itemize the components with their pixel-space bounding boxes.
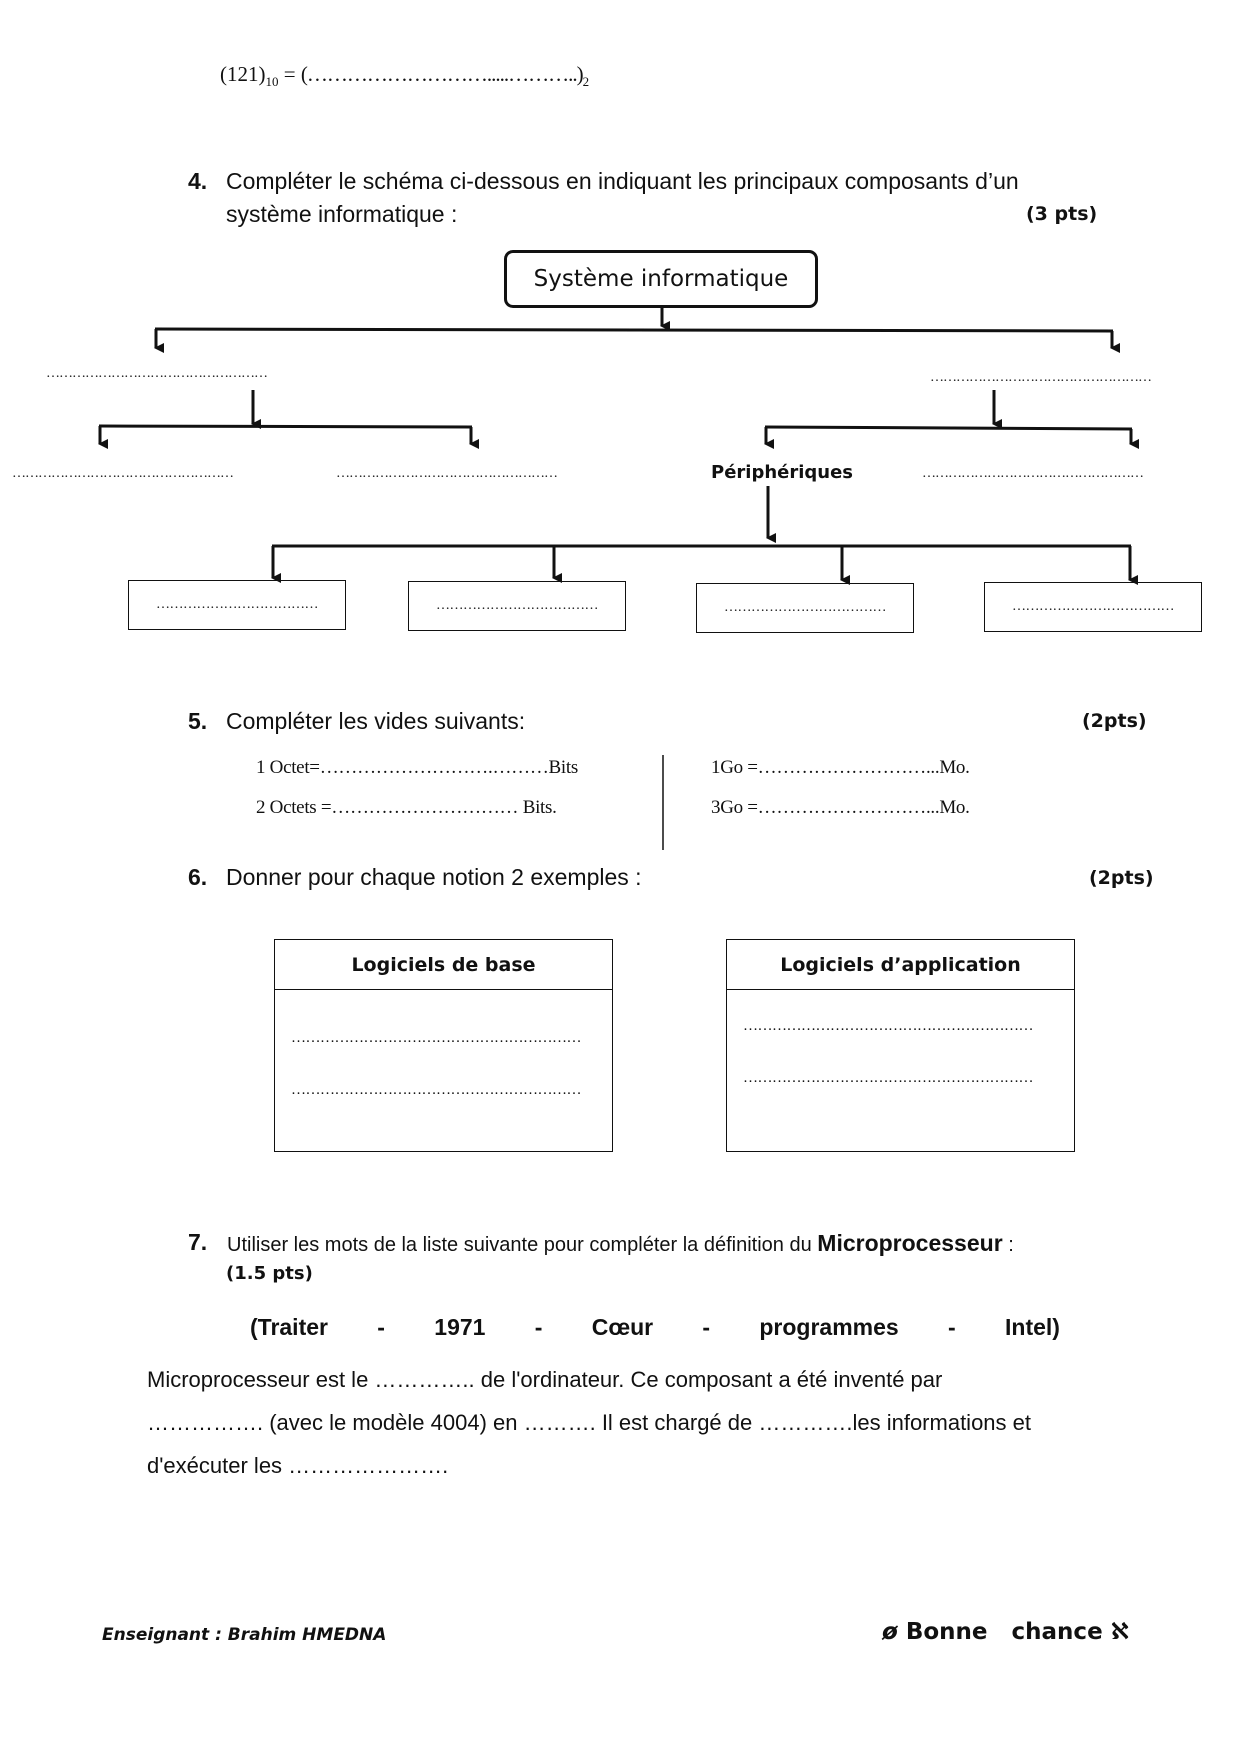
good-luck-left-symbol-icon: ø [882, 1619, 898, 1645]
q4-text-line1: Compléter le schéma ci-dessous en indiqu… [226, 168, 1019, 194]
basic-software-title: Logiciels de base [275, 940, 612, 990]
peripheral-box-1-blank: ……………………………… [156, 597, 319, 612]
basic-software-blank-1[interactable]: …………………………………………………… [291, 1030, 582, 1046]
application-software-table: Logiciels d’application …………………………………………… [726, 939, 1075, 1152]
basic-software-blank-2[interactable]: …………………………………………………… [291, 1082, 582, 1098]
system-root-box: Système informatique [504, 250, 818, 308]
application-software-blank-2[interactable]: …………………………………………………… [743, 1070, 1034, 1086]
q7-text-before: Utiliser les mots de la liste suivante p… [227, 1234, 818, 1256]
q6-points: (2pts) [1089, 867, 1154, 889]
word-separator: - [534, 1314, 543, 1340]
right-child2-blank[interactable]: …………………………………………… [922, 466, 1144, 481]
peripheral-box-2-blank: ……………………………… [436, 598, 599, 613]
q5-points: (2pts) [1082, 710, 1147, 732]
teacher-name: Enseignant : Brahim HMEDNA [102, 1625, 387, 1645]
application-software-title: Logiciels d’application [727, 940, 1074, 990]
q7-word-list: (Traiter - 1971 - Cœur - programmes - In… [250, 1314, 1060, 1341]
conversion-lhs-base: 10 [265, 74, 279, 90]
conversion-rhs-base: 2 [582, 74, 590, 90]
q7-paragraph-line-1: Microprocesseur est le ………….. de l'ordin… [147, 1367, 943, 1392]
q7-text-after: : [1002, 1234, 1014, 1256]
q4-points: (3 pts) [1026, 203, 1098, 225]
peripheral-box-1[interactable]: ……………………………… [128, 580, 346, 630]
good-luck-text: Bonne chance [905, 1619, 1103, 1645]
word-intel: Intel) [1005, 1314, 1060, 1340]
q5-number: 5. [188, 708, 208, 734]
left-child1-blank[interactable]: …………………………………………… [12, 466, 234, 481]
word-separator: - [377, 1314, 385, 1340]
top-bar [154, 327, 1114, 333]
q5-right-item-1: 1Go =………………………...Mo. [711, 757, 970, 778]
good-luck: ø Bonne chance ℵ [882, 1619, 1129, 1645]
word-separator: - [702, 1314, 711, 1340]
peripheral-box-2[interactable]: ……………………………… [408, 581, 626, 631]
q7-paragraph-line-2: ……………. (avec le modèle 4004) en ………. Il … [147, 1410, 1031, 1435]
q5-right-item-2: 3Go =………………………...Mo. [711, 797, 970, 818]
word-traiter: (Traiter [250, 1314, 328, 1340]
q6-text: Donner pour chaque notion 2 exemples : [226, 864, 642, 890]
conversion-rhs: (……………………….....………..) [300, 62, 584, 86]
q5-text: Compléter les vides suivants: [226, 708, 526, 734]
right-branch-bar [764, 425, 1133, 431]
left-component-blank[interactable]: …………………………………………… [46, 366, 268, 381]
application-software-blank-1[interactable]: …………………………………………………… [743, 1018, 1034, 1034]
word-coeur: Cœur [591, 1314, 654, 1340]
q7-text-bold: Microprocesseur [817, 1230, 1003, 1256]
left-child2-blank[interactable]: …………………………………………… [336, 466, 558, 481]
left-branch-bar [98, 424, 473, 429]
peripheral-box-3[interactable]: ……………………………… [696, 583, 914, 633]
peripheral-box-4-blank: ……………………………… [1012, 599, 1175, 614]
q7-paragraph-line-3: d'exécuter les …………………. [147, 1453, 449, 1478]
q7-number: 7. [188, 1229, 208, 1255]
peripheral-box-4[interactable]: ……………………………… [984, 582, 1202, 632]
basic-software-table: Logiciels de base …………………………………………………… …… [274, 939, 613, 1152]
q7-text: Utiliser les mots de la liste suivante p… [227, 1230, 1014, 1257]
word-1971: 1971 [434, 1314, 486, 1340]
word-separator: - [948, 1314, 956, 1340]
q5-left-item-2: 2 Octets =………………………… Bits. [256, 797, 557, 818]
q7-points: (1.5 pts) [226, 1263, 313, 1284]
conversion-lhs: (121) [220, 62, 266, 86]
q4-text-line2: système informatique : [226, 201, 458, 227]
binary-conversion: (121)10 = (……………………….....………..)2 [220, 62, 589, 90]
right-component-blank[interactable]: …………………………………………… [930, 370, 1152, 385]
q5-left-item-1: 1 Octet=……………………….………Bits [256, 757, 578, 778]
peripheral-box-3-blank: ……………………………… [724, 600, 887, 615]
q6-number: 6. [188, 864, 208, 890]
word-programmes: programmes [759, 1314, 899, 1340]
system-root-label: Système informatique [533, 266, 789, 292]
good-luck-right-symbol-icon: ℵ [1110, 1619, 1129, 1645]
conversion-equals: = [278, 62, 301, 86]
peripherals-label: Périphériques [711, 462, 854, 483]
q4-number: 4. [188, 168, 208, 194]
